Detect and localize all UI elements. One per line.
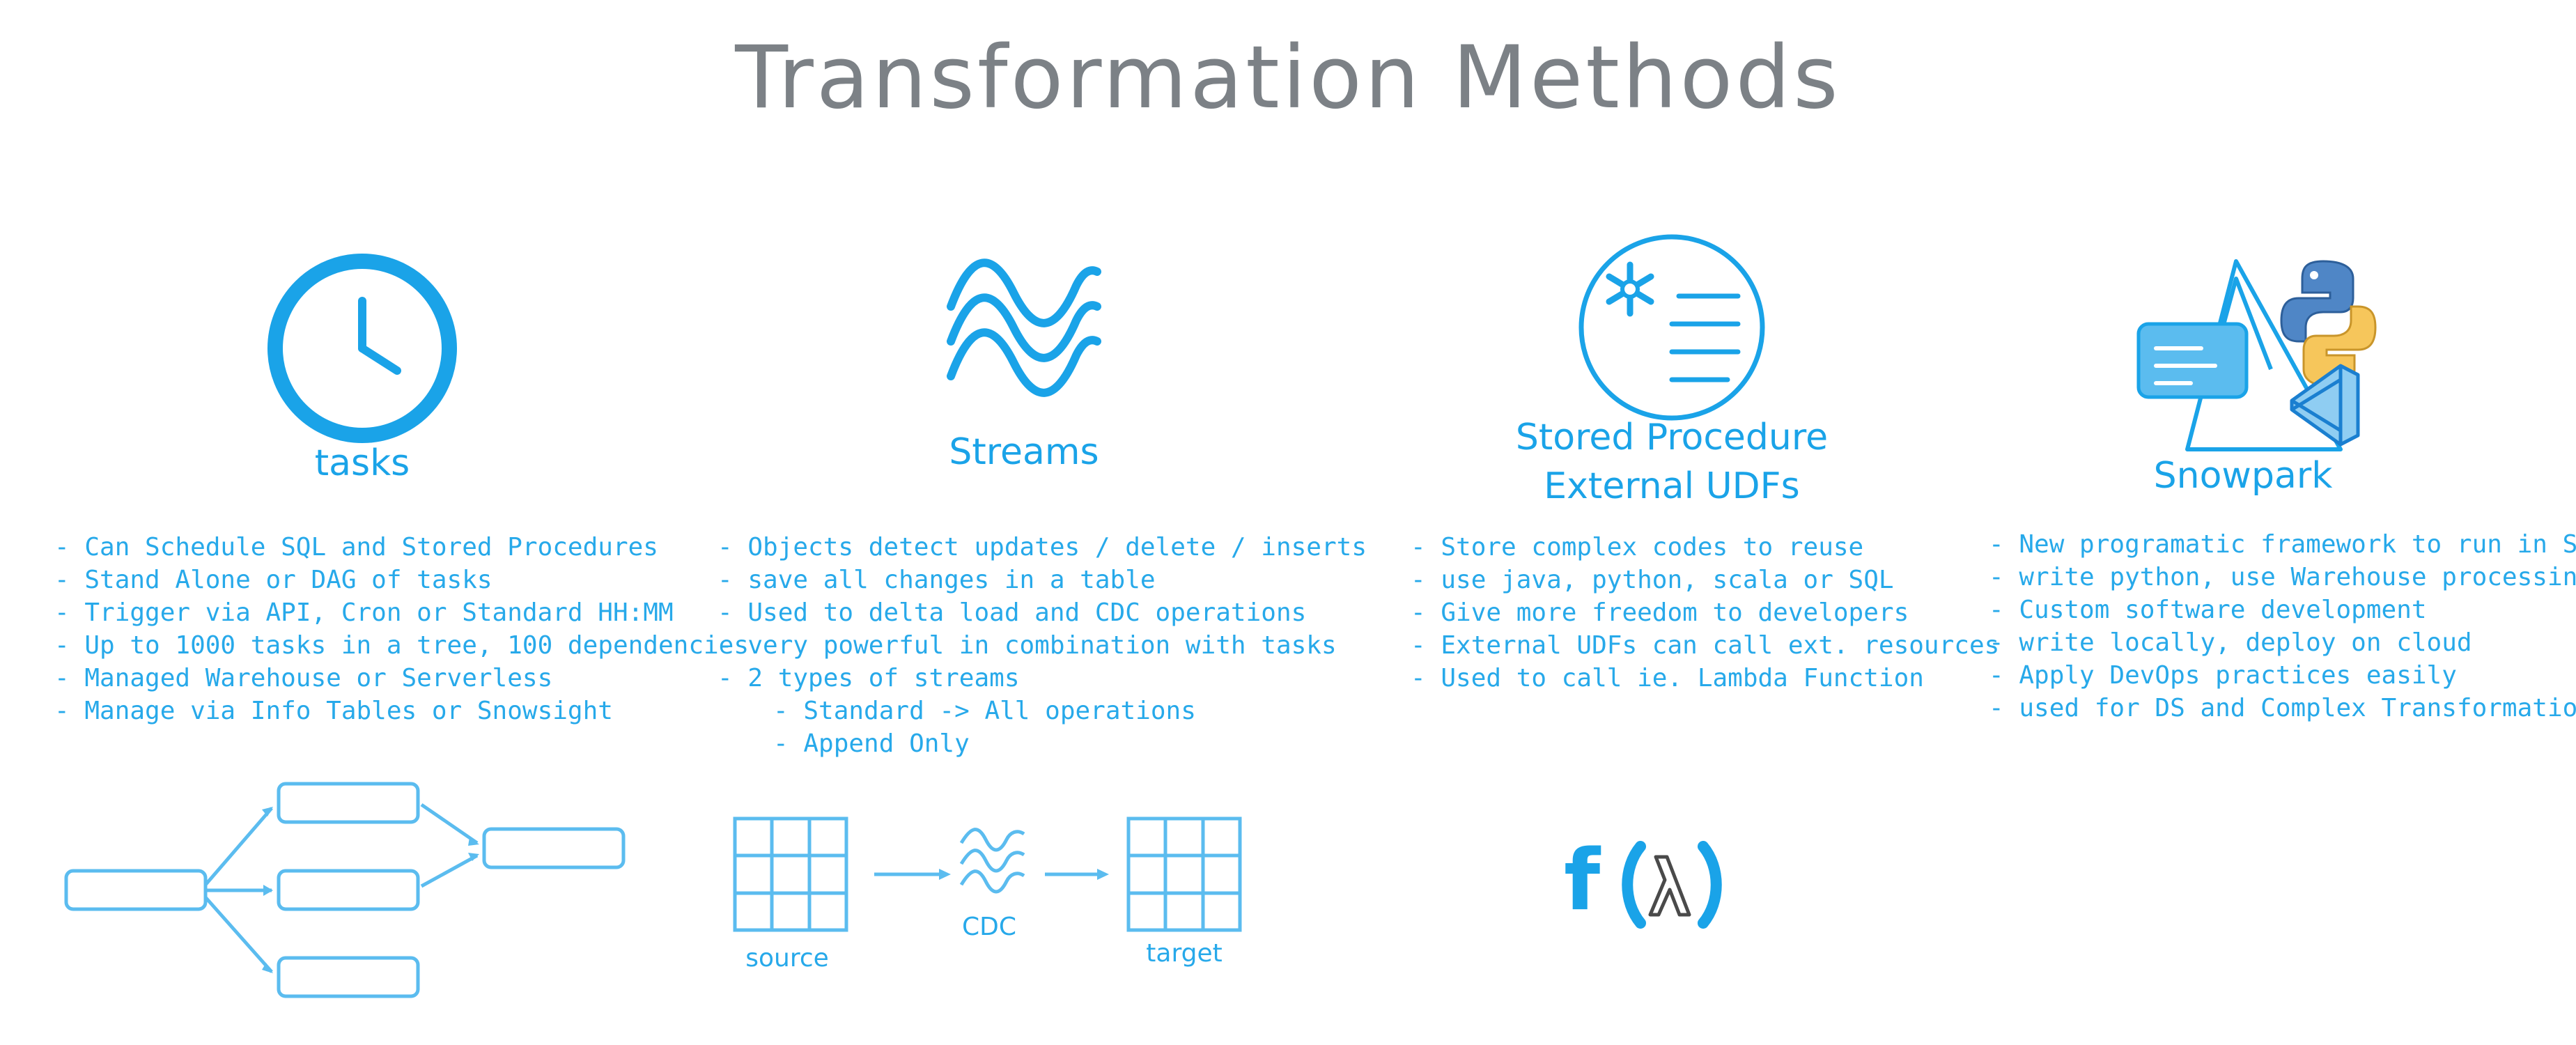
wave-icon [947, 258, 1101, 397]
list-item: use java, python, scala or SQL [1411, 564, 1999, 596]
list-item: Objects detect updates / delete / insert… [717, 531, 1367, 564]
list-item: Used to call ie. Lambda Function [1411, 662, 1999, 695]
list-item: Can Schedule SQL and Stored Procedures [54, 531, 749, 564]
target-caption: target [1146, 939, 1223, 968]
list-item: save all changes in a table [717, 564, 1367, 596]
list-item: Up to 1000 tasks in a tree, 100 dependen… [54, 629, 749, 662]
list-item: 2 types of streams [717, 662, 1367, 695]
list-item: used for DS and Complex Transformations [1989, 692, 2576, 725]
page-title: Transformation Methods [735, 28, 1841, 128]
lambda-function-group: f [1564, 833, 1731, 930]
list-item: Managed Warehouse or Serverless [54, 662, 749, 695]
udf-bullets: Store complex codes to reuse use java, p… [1411, 531, 1999, 695]
stream-cdc-diagram [733, 816, 1242, 932]
snowflake-scroll-icon [1578, 234, 1765, 421]
stored-procedure-label: Stored Procedure [1515, 417, 1829, 458]
streams-label: Streams [949, 431, 1099, 473]
source-caption: source [745, 944, 829, 973]
clock-icon [267, 254, 457, 443]
snowpark-icon [2136, 259, 2377, 451]
list-item: very powerful in combination with tasks [717, 629, 1367, 662]
list-item: Used to delta load and CDC operations [717, 596, 1367, 629]
function-symbol: f [1564, 833, 1601, 929]
list-item: Trigger via API, Cron or Standard HH:MM [54, 596, 749, 629]
tasks-label: tasks [314, 442, 410, 484]
list-item: write locally, deploy on cloud [1989, 626, 2576, 659]
streams-bullets: Objects detect updates / delete / insert… [717, 531, 1367, 760]
list-item: Append Only [717, 727, 1367, 760]
snowpark-label: Snowpark [2153, 455, 2333, 497]
snowpark-bullets: New programatic framework to run in SF w… [1989, 528, 2576, 725]
list-item: Apply DevOps practices easily [1989, 659, 2576, 692]
list-item: write python, use Warehouse processing [1989, 561, 2576, 594]
tasks-bullets: Can Schedule SQL and Stored Procedures S… [54, 531, 749, 727]
list-item: Give more freedom to developers [1411, 596, 1999, 629]
lambda-icon [1622, 841, 1722, 929]
list-item: Manage via Info Tables or Snowsight [54, 695, 749, 727]
list-item: External UDFs can call ext. resources [1411, 629, 1999, 662]
list-item: Standard -> All operations [717, 695, 1367, 727]
list-item: New programatic framework to run in SF [1989, 528, 2576, 561]
list-item: Store complex codes to reuse [1411, 531, 1999, 564]
list-item: Custom software development [1989, 594, 2576, 626]
cdc-caption: CDC [962, 913, 1016, 941]
task-dag-diagram [64, 782, 626, 998]
list-item: Stand Alone or DAG of tasks [54, 564, 749, 596]
external-udfs-label: External UDFs [1544, 465, 1800, 507]
